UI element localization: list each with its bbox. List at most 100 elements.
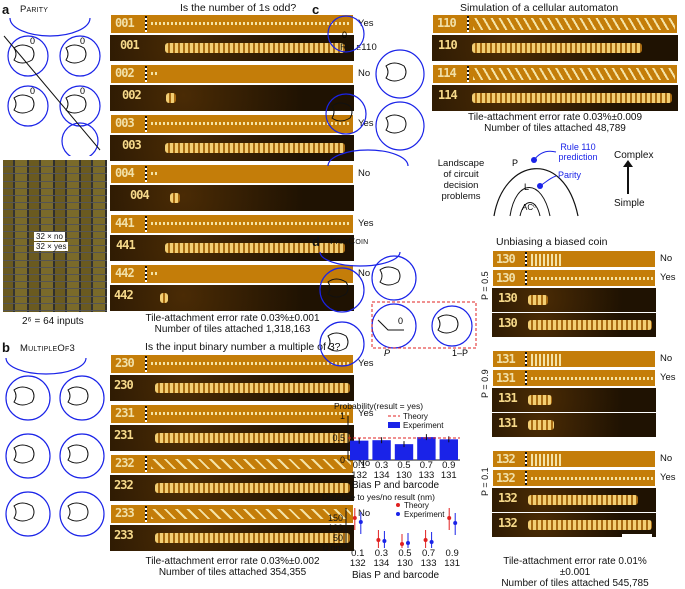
tile-strip: 132: [492, 469, 656, 487]
parity-annotation: Parity: [558, 170, 582, 180]
tile-strip: 003: [110, 114, 354, 134]
rule110-annotation: Rule 110 prediction: [558, 142, 598, 162]
panel-a-caption: Tile-attachment error rate 0.03%±0.001 N…: [110, 313, 355, 335]
tile-strip: 001: [110, 14, 354, 34]
group-label: P = 0.1: [480, 467, 490, 496]
answer-label: No: [358, 68, 371, 79]
tile-strip: 442: [110, 264, 354, 284]
chart1-title: Probability(result = yes): [334, 401, 424, 411]
panel-c-label: c: [312, 2, 320, 17]
tiles-attached-text: Number of tiles attached 1,318,163: [154, 324, 311, 335]
afm-image: 230: [110, 375, 354, 401]
theory-point: [400, 542, 404, 546]
panel-d-header: Unbiasing a biased coin: [496, 236, 608, 248]
answer-label: Yes: [660, 372, 676, 383]
rule110-circuit-diagram: 0: [325, 15, 425, 167]
complexity-arrow: [627, 162, 629, 194]
tile-strip: 232: [110, 454, 354, 474]
experiment-point: [406, 541, 410, 545]
theory-point: [447, 516, 452, 520]
inset-no-label: 32 × no: [34, 232, 65, 241]
panel-b-header: Is the input binary number a multiple of…: [145, 341, 341, 353]
afm-image: 004: [110, 185, 354, 211]
experiment-bar: [350, 440, 369, 460]
gate-label: 0: [398, 316, 403, 326]
legend-experiment-label: Experiment: [404, 510, 445, 519]
legend-experiment-swatch: [396, 512, 400, 516]
experiment-point: [382, 539, 387, 543]
chart2-title: Distance to yes/no result (nm): [322, 492, 435, 502]
tiles-attached-text: Number of tiles attached 48,789: [484, 123, 626, 134]
tile-strip: 002: [110, 64, 354, 84]
scale-bar: [622, 534, 652, 537]
legend-experiment-swatch: [388, 422, 400, 428]
answer-label: No: [660, 453, 673, 464]
afm-image: 002: [110, 85, 354, 111]
parity-circuit-diagram: 0 0 0 0: [3, 17, 101, 156]
experiment-point: [358, 520, 363, 524]
inset-yes-label: 32 × yes: [34, 242, 69, 251]
tile-strip: 233: [110, 504, 354, 524]
y-tick-label: 0 nm: [323, 543, 343, 553]
answer-label: No: [358, 168, 371, 179]
multipleof3-circuit-diagram: [5, 357, 105, 537]
theory-point: [376, 538, 381, 542]
gate-label: 0: [80, 36, 85, 46]
tile-strip: 110: [432, 14, 678, 34]
panel-b-label: b: [2, 340, 10, 355]
answer-label: Yes: [358, 18, 374, 29]
gate-label: 0: [80, 86, 85, 96]
afm-image: 132: [492, 513, 656, 537]
answer-label: Yes: [660, 272, 676, 283]
afm-image: 003: [110, 135, 354, 161]
y-tick-label: 0.5: [332, 433, 345, 443]
afm-image: 131: [492, 413, 656, 437]
experiment-point: [453, 521, 458, 525]
chart2-xlabel: Bias P and barcode: [352, 570, 440, 581]
tile-strip: 231: [110, 404, 354, 424]
complex-label: Complex: [614, 150, 654, 161]
experiment-bar: [394, 444, 414, 460]
error-rate-text: Tile-attachment error rate 0.03%±0.009: [467, 112, 643, 123]
tile-strip: 130: [492, 269, 656, 287]
answer-label: Yes: [358, 358, 374, 369]
tile-strip: 131: [492, 369, 656, 387]
tile-strip: 114: [432, 64, 678, 84]
afm-image: 233: [110, 525, 354, 551]
panel-c-strips: 110 110 114 114: [432, 14, 678, 111]
complexity-landscape-diagram: P L AC⁰: [493, 150, 579, 217]
panel-d-label: d: [312, 234, 320, 249]
experiment-bar: [417, 437, 436, 460]
y-tick-label: 100: [328, 523, 343, 533]
panel-b-title: MultipleOf3: [20, 343, 75, 354]
panel-d-title: FairCoin: [330, 236, 369, 247]
afm-image: 130: [492, 313, 656, 337]
answer-label: No: [660, 253, 673, 264]
tile-strip: 132: [492, 450, 656, 468]
afm-image: 001: [110, 35, 354, 61]
answer-label: Yes: [358, 218, 374, 229]
panel-a-label: a: [2, 2, 10, 17]
panel-d-strips: P = 0.5 130 No 130 Yes 130 130 P = 0.9 1…: [476, 250, 681, 550]
y-tick-label: 1: [340, 411, 345, 421]
gate-label: 0: [30, 86, 35, 96]
answer-label: Yes: [660, 472, 676, 483]
panel-b-strips: 230 Yes 230 231 Yes 231 232 No 232 233 N…: [110, 354, 380, 554]
gate-label: 0: [30, 36, 35, 46]
tile-strip: 441: [110, 214, 354, 234]
afm-image: 131: [492, 388, 656, 412]
gate-label: 0: [342, 30, 347, 40]
afm-image: 132: [492, 488, 656, 512]
afm-image: 130: [492, 288, 656, 312]
